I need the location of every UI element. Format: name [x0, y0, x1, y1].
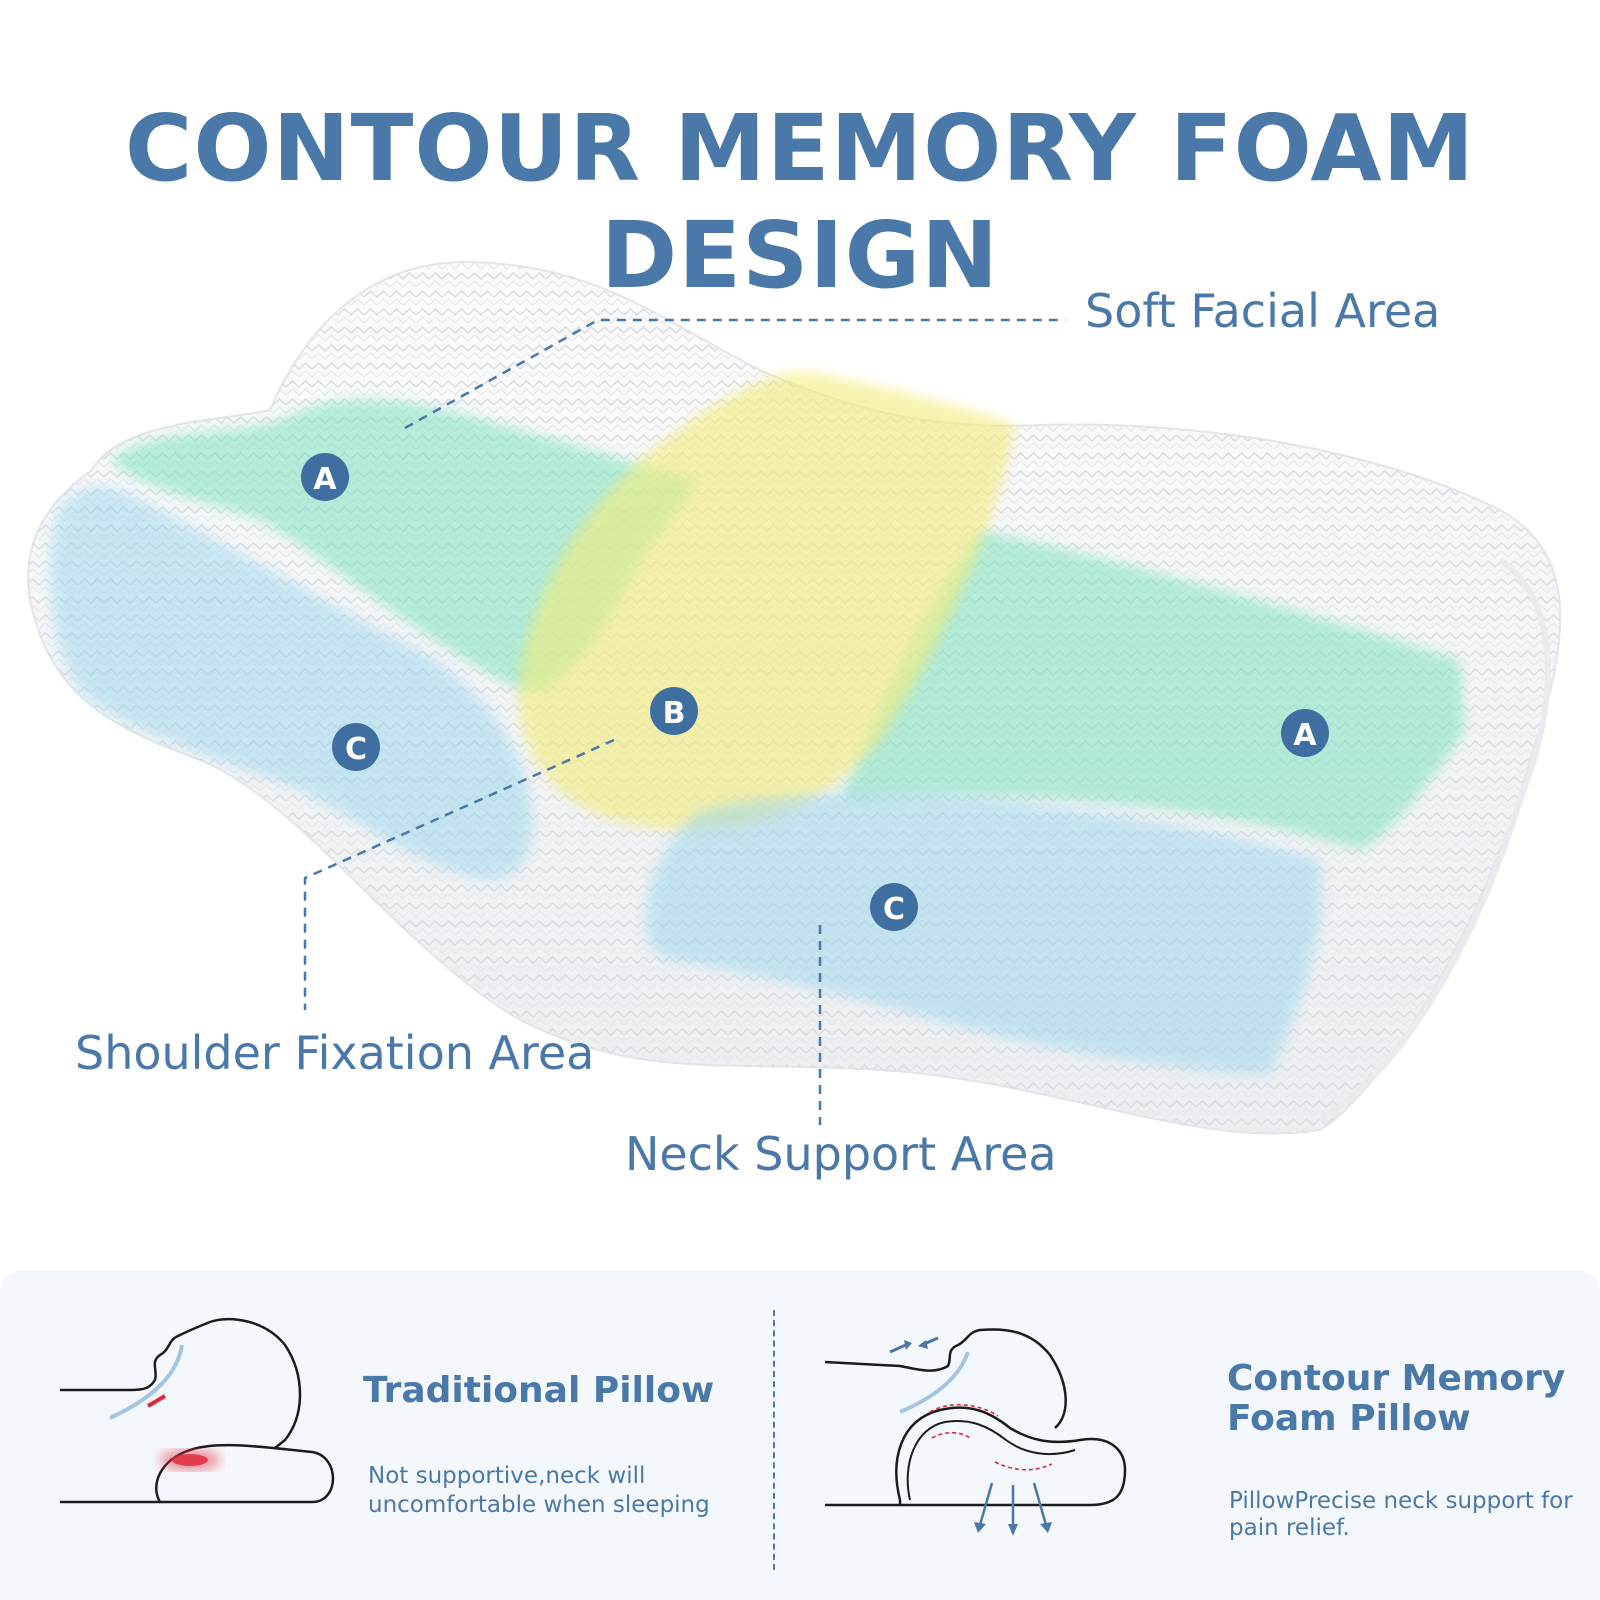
svg-text:B: B — [663, 696, 686, 731]
zone-b — [518, 371, 1015, 830]
marker-a-right: A — [1281, 709, 1329, 757]
zone-a-right — [840, 530, 1465, 850]
marker-c-right: C — [870, 883, 918, 931]
traditional-pillow-desc-line2: uncomfortable when sleeping — [368, 1492, 710, 1518]
traditional-pillow-illustration — [60, 1317, 335, 1504]
leader-soft-facial — [404, 318, 1065, 430]
contour-pillow-title-line1: Contour Memory — [1227, 1358, 1566, 1399]
contour-pillow-illustration — [824, 1328, 1127, 1536]
svg-text:A: A — [1293, 718, 1317, 753]
label-shoulder-fixation-area: Shoulder Fixation Area — [75, 1026, 595, 1080]
label-neck-support-area: Neck Support Area — [625, 1127, 1057, 1181]
zone-c-right — [646, 793, 1322, 1075]
traditional-pillow-desc-line1: Not supportive,neck will — [368, 1463, 646, 1489]
zone-c-left — [50, 486, 533, 880]
page-title: CONTOUR MEMORY FOAM DESIGN — [124, 95, 1476, 309]
marker-a-left: A — [301, 453, 349, 501]
pillow-illustration: A B A C C — [27, 260, 1562, 1135]
comparison-panel — [0, 1270, 1600, 1600]
marker-c-left: C — [332, 723, 380, 771]
contour-pillow-desc-line1: PillowPrecise neck support for — [1229, 1488, 1573, 1514]
traditional-pillow-title: Traditional Pillow — [363, 1370, 715, 1411]
leader-shoulder — [303, 738, 615, 1010]
svg-text:A: A — [313, 462, 337, 497]
marker-b: B — [650, 687, 698, 735]
svg-text:C: C — [883, 892, 905, 927]
contour-pillow-title-line2: Foam Pillow — [1227, 1398, 1471, 1439]
comparison-divider — [773, 1310, 775, 1570]
svg-text:C: C — [345, 732, 367, 767]
contour-pillow-desc-line2: pain relief. — [1229, 1515, 1350, 1541]
label-soft-facial-area: Soft Facial Area — [1085, 284, 1441, 338]
